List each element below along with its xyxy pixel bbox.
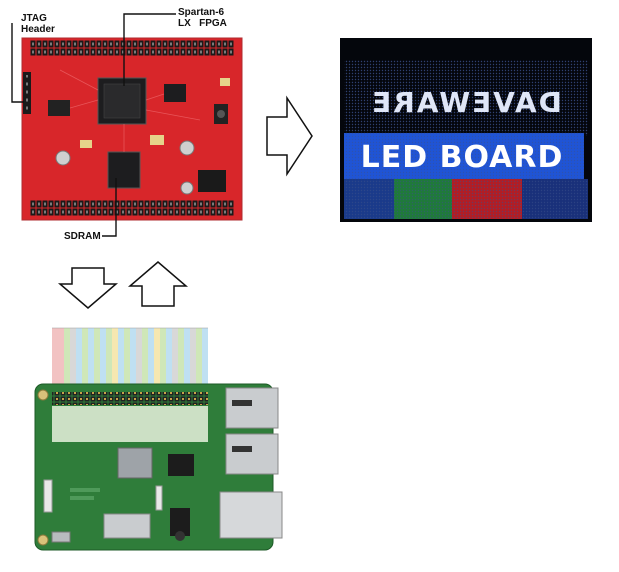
ethernet-port xyxy=(219,491,283,539)
capacitor xyxy=(55,150,71,166)
hollow-right-arrow-icon xyxy=(266,95,313,177)
led-main-text: LED BOARD xyxy=(361,140,564,175)
led-top-text: DAVEWARE xyxy=(370,86,562,119)
bottom-pin-header xyxy=(30,200,234,216)
hollow-down-arrow-icon xyxy=(57,267,119,309)
raspberry-pi-board xyxy=(34,327,283,551)
usb-port xyxy=(225,433,279,475)
usb-port xyxy=(225,387,279,429)
gpio-label-strips xyxy=(52,327,208,394)
hdmi-port xyxy=(103,513,151,539)
gpio-header xyxy=(52,392,208,405)
capacitor xyxy=(179,140,195,156)
top-pin-header xyxy=(30,40,234,56)
fpga-pcb xyxy=(21,37,243,221)
small-ic xyxy=(168,454,194,476)
hollow-up-arrow-icon xyxy=(127,261,189,307)
small-ic xyxy=(48,100,70,116)
soc-chip xyxy=(117,447,153,479)
sdram-label: SDRAM xyxy=(64,231,101,242)
jtag-callout-line xyxy=(11,23,24,103)
led-board: DAVEWARE LED BOARD xyxy=(340,38,592,222)
small-ic xyxy=(164,84,186,102)
power-jack xyxy=(198,170,226,192)
callout-lines xyxy=(11,13,176,237)
jtag-label-line1: JTAG xyxy=(21,13,47,24)
micro-usb-port xyxy=(51,531,71,543)
fpga-callout-line xyxy=(123,13,176,86)
jtag-label-line2: Header xyxy=(21,24,55,35)
capacitor xyxy=(180,181,194,195)
sdram-chip xyxy=(107,151,141,189)
fpga-label-line2: LX FPGA xyxy=(178,18,227,29)
sdram-callout-line xyxy=(102,178,117,237)
fpga-label-line1: Spartan-6 xyxy=(178,7,225,18)
fpga-board xyxy=(21,37,243,221)
audio-jack xyxy=(170,508,190,536)
